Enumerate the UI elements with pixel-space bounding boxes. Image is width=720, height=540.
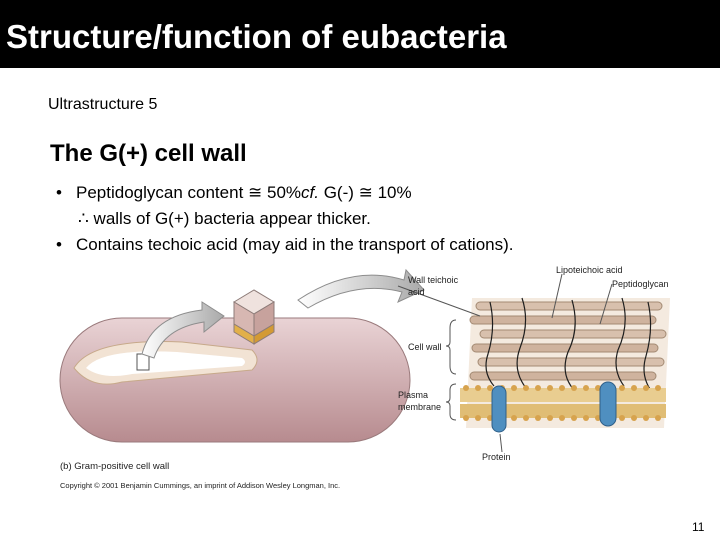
- label-protein: Protein: [482, 452, 511, 462]
- bullet-1: •Peptidoglycan content ≅ 50%cf. G(-) ≅ 1…: [56, 180, 514, 206]
- bacterium-rod: [59, 317, 411, 443]
- title-bar: Structure/function of eubacteria: [0, 0, 720, 68]
- bullet-1-continuation: ∴ walls of G(+) bacteria appear thicker.: [78, 209, 371, 228]
- label-wall-teichoic-1: Wall teichoic: [408, 275, 459, 285]
- label-wall-teichoic-2: acid: [408, 287, 425, 297]
- slide-subtitle: Ultrastructure 5: [48, 96, 158, 113]
- therefore-icon: ∴: [78, 209, 89, 228]
- label-peptidoglycan: Peptidoglycan: [612, 279, 669, 289]
- label-plasma-2: membrane: [398, 402, 441, 412]
- bullet-icon: •: [56, 183, 62, 202]
- figure-copyright: Copyright © 2001 Benjamin Cummings, an i…: [60, 481, 340, 490]
- section-heading: The G(+) cell wall: [50, 140, 247, 167]
- bullet-icon: •: [56, 235, 62, 254]
- membrane-protein: [599, 381, 617, 427]
- figure-caption: (b) Gram-positive cell wall: [60, 461, 169, 472]
- membrane-protein: [491, 385, 507, 433]
- zoom-arrow-left: [141, 301, 225, 359]
- wall-cube: [233, 289, 275, 345]
- label-plasma-1: Plasma: [398, 390, 428, 400]
- label-cell-wall: Cell wall: [408, 342, 442, 352]
- brace-markers: [397, 273, 613, 453]
- wall-detail: [460, 297, 670, 433]
- cell-wall-figure: Wall teichoic acid Lipoteichoic acid Pep…: [52, 258, 692, 494]
- bullet-2: •Contains techoic acid (may aid in the t…: [56, 232, 514, 258]
- cell-wall-illustration: Wall teichoic acid Lipoteichoic acid Pep…: [59, 265, 670, 490]
- page-number: 11: [692, 520, 705, 534]
- bullet-list: •Peptidoglycan content ≅ 50%cf. G(-) ≅ 1…: [56, 180, 514, 258]
- zoom-arrow-right: [297, 268, 425, 309]
- slide-title: Structure/function of eubacteria: [6, 18, 507, 55]
- label-lipoteichoic: Lipoteichoic acid: [556, 265, 623, 275]
